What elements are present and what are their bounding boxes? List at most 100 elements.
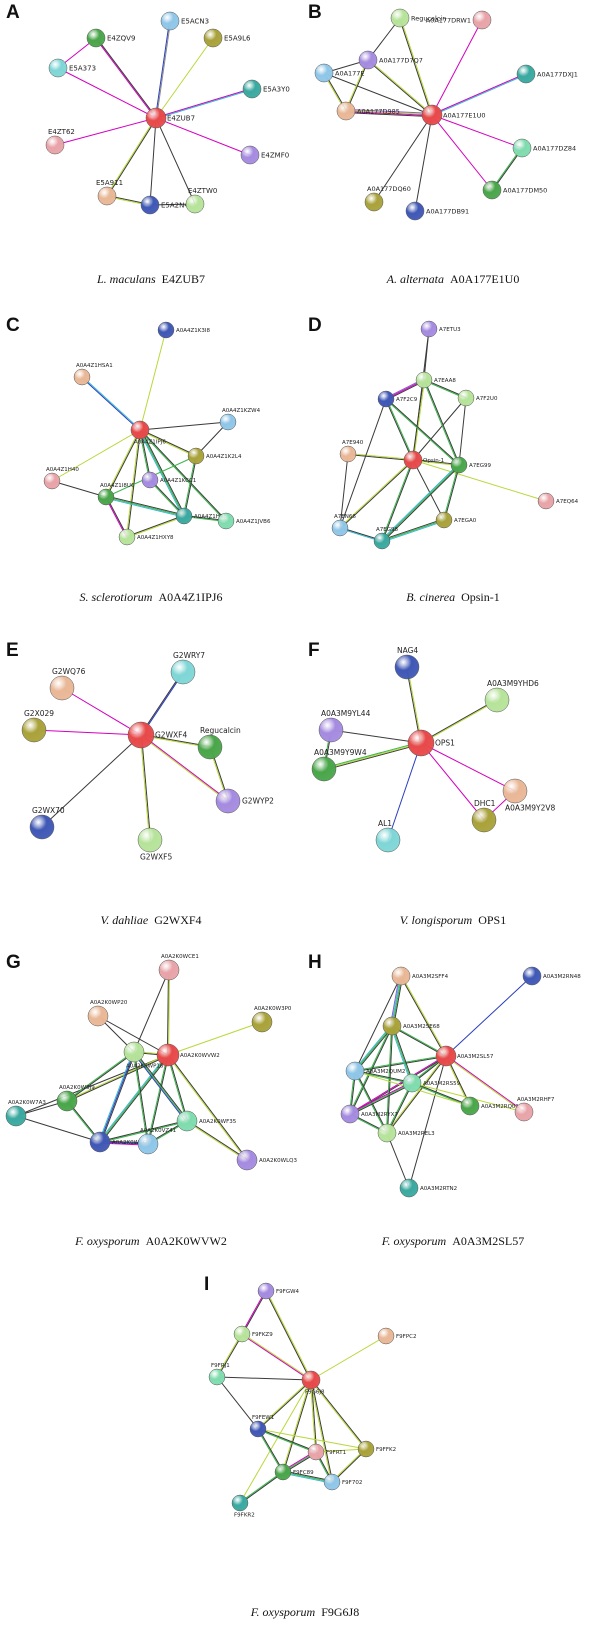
- node-a0a3m2rs59[interactable]: [402, 1073, 422, 1093]
- node-a0a177db91[interactable]: [405, 201, 425, 221]
- node-f9g6j8[interactable]: [301, 1370, 321, 1390]
- node-a0a2k0w3p0[interactable]: [251, 1011, 273, 1033]
- node-a0a4z1k3i8[interactable]: [157, 321, 175, 339]
- node-a0a2k0wvw2[interactable]: [156, 1043, 180, 1067]
- node-f9frj1[interactable]: [208, 1368, 226, 1386]
- node-e5a9l6[interactable]: [203, 28, 223, 48]
- node-a7f2c9[interactable]: [377, 390, 395, 408]
- node-e5a3y0[interactable]: [242, 79, 262, 99]
- node-a7f2u0[interactable]: [457, 389, 475, 407]
- node-f9few1[interactable]: [249, 1420, 267, 1438]
- node-g2wyp2[interactable]: [215, 788, 241, 814]
- node-a0a177dq60[interactable]: [364, 192, 384, 212]
- node-a0a3m2ryx7[interactable]: [340, 1104, 360, 1124]
- node-a0a177dxj1[interactable]: [516, 64, 536, 84]
- node-a7eg98[interactable]: [373, 532, 391, 550]
- node-a7e940[interactable]: [339, 445, 357, 463]
- node-a0a3m2sff4[interactable]: [391, 966, 411, 986]
- node-g2wq76[interactable]: [49, 675, 75, 701]
- node-e5acn3[interactable]: [160, 11, 180, 31]
- node-a0a2k0w5j9[interactable]: [56, 1090, 78, 1112]
- node-a7eaa8[interactable]: [415, 371, 433, 389]
- node-a7etu3[interactable]: [420, 320, 438, 338]
- node-a0a2k0wcq1[interactable]: [89, 1131, 111, 1153]
- node-al1[interactable]: [375, 827, 401, 853]
- node-a0a3m2rel3[interactable]: [377, 1123, 397, 1143]
- node-a0a4z1jvb6[interactable]: [217, 512, 235, 530]
- node-e5a2n4[interactable]: [140, 195, 160, 215]
- node-a0a3m2rtn2[interactable]: [399, 1178, 419, 1198]
- node-label-g2wyp2: G2WYP2: [242, 797, 274, 806]
- node-g2x029[interactable]: [21, 717, 47, 743]
- node-a0a3m2sl57[interactable]: [435, 1045, 457, 1067]
- node-a0a3m2rhf7[interactable]: [514, 1102, 534, 1122]
- node-a0a4z1h40[interactable]: [43, 472, 61, 490]
- node-a0a177e1u0[interactable]: [421, 104, 443, 126]
- node-a0a3m2qum2[interactable]: [345, 1061, 365, 1081]
- node-a7ega0[interactable]: [435, 511, 453, 529]
- node-opsin-1[interactable]: [403, 450, 423, 470]
- node-a0a2k0vz41[interactable]: [137, 1133, 159, 1155]
- node-a0a177d985[interactable]: [336, 101, 356, 121]
- node-e4ztw0[interactable]: [185, 194, 205, 214]
- node-a0a3m2se68[interactable]: [382, 1016, 402, 1036]
- node-a0a177e[interactable]: [314, 63, 334, 83]
- node-f9fkz9[interactable]: [233, 1325, 251, 1343]
- edge-A0A4Z1IPJ6-A0A4Z1HSA1: [81, 376, 141, 431]
- node-e4zmf0[interactable]: [240, 145, 260, 165]
- node-nag4[interactable]: [394, 654, 420, 680]
- node-regucalcin[interactable]: [197, 734, 223, 760]
- node-g2wx70[interactable]: [29, 814, 55, 840]
- node-f9fc89[interactable]: [274, 1463, 292, 1481]
- node-a0a3m9y2v8[interactable]: [502, 778, 528, 804]
- node-dhc1[interactable]: [471, 807, 497, 833]
- node-a0a2k0wp20[interactable]: [87, 1005, 109, 1027]
- node-a0a4z1i8u6[interactable]: [97, 488, 115, 506]
- node-a0a177drw1[interactable]: [472, 10, 492, 30]
- node-a0a3m9yhd6[interactable]: [484, 687, 510, 713]
- node-a0a3m9y9w4[interactable]: [311, 756, 337, 782]
- node-regucalcin[interactable]: [390, 8, 410, 28]
- node-g2wxf5[interactable]: [137, 827, 163, 853]
- node-a0a4z1ipj6[interactable]: [130, 420, 150, 440]
- node-a0a2k0wf35[interactable]: [176, 1110, 198, 1132]
- node-a0a2k0w7a3[interactable]: [5, 1105, 27, 1127]
- node-f9ffk2[interactable]: [357, 1440, 375, 1458]
- node-a0a177dm50[interactable]: [482, 180, 502, 200]
- edge-A0A2K0WP16-A0A2K0VZ41: [132, 1051, 148, 1145]
- node-ops1[interactable]: [407, 729, 435, 757]
- node-e5a911[interactable]: [97, 186, 117, 206]
- node-g2wxf4[interactable]: [127, 721, 155, 749]
- node-a0a177dz84[interactable]: [512, 138, 532, 158]
- node-a0a4z1k2l4[interactable]: [187, 447, 205, 465]
- node-e4zt62[interactable]: [45, 135, 65, 155]
- node-a0a177d7q7[interactable]: [358, 50, 378, 70]
- node-a0a4z1hsa1[interactable]: [73, 368, 91, 386]
- node-a0a3m2rq01[interactable]: [460, 1096, 480, 1116]
- node-e4zqv9[interactable]: [86, 28, 106, 48]
- node-f9f702[interactable]: [323, 1473, 341, 1491]
- node-a0a4z1kzw4[interactable]: [219, 413, 237, 431]
- node-f9fpc2[interactable]: [377, 1327, 395, 1345]
- node-a7eq64[interactable]: [537, 492, 555, 510]
- node-g2wry7[interactable]: [170, 659, 196, 685]
- edge-A0A3M2SL57-A0A3M2QUM2: [354, 1056, 447, 1073]
- node-a0a3m2rn48[interactable]: [522, 966, 542, 986]
- node-f9fgw4[interactable]: [257, 1282, 275, 1300]
- node-f9fkr2[interactable]: [231, 1494, 249, 1512]
- node-a0a4z1kcc1[interactable]: [141, 471, 159, 489]
- panel-e-caption: V. dahliae G2WXF4: [0, 913, 302, 928]
- node-a0a3m9yl44[interactable]: [318, 717, 344, 743]
- edge-G2WXF4-G2WXF5: [139, 734, 150, 841]
- node-a0a4z1hxy8[interactable]: [118, 528, 136, 546]
- node-a0a2k0wlq3[interactable]: [236, 1149, 258, 1171]
- node-a0a2k0wp16[interactable]: [123, 1041, 145, 1063]
- node-e5a373[interactable]: [48, 58, 68, 78]
- node-a7en66[interactable]: [331, 519, 349, 537]
- node-a7eg99[interactable]: [450, 456, 468, 474]
- edge-F9G6J8-F9FRJ1: [216, 1376, 312, 1381]
- node-a0a4z1h78[interactable]: [175, 507, 193, 525]
- node-a0a2k0wce1[interactable]: [158, 959, 180, 981]
- node-f9frt1[interactable]: [307, 1443, 325, 1461]
- node-e4zub7[interactable]: [145, 107, 167, 129]
